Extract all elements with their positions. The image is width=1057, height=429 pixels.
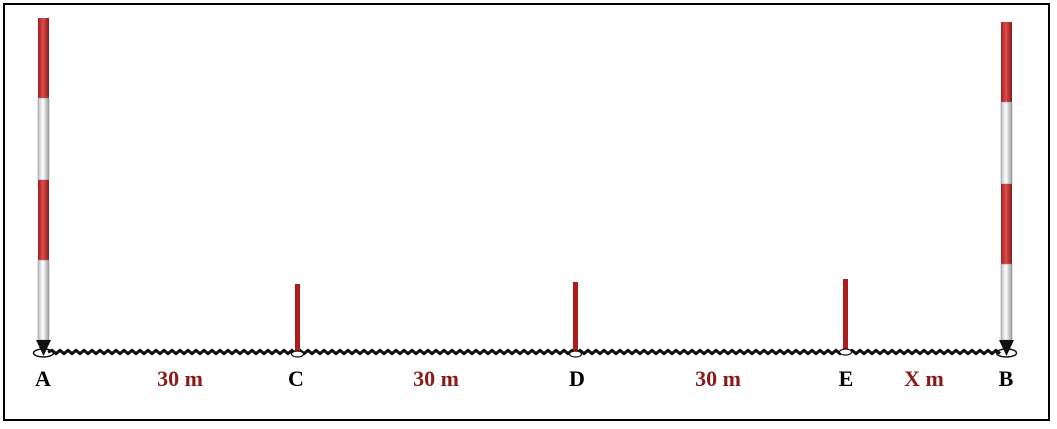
distance-label-cd: 30 m <box>413 366 459 391</box>
point-label-b: B <box>999 366 1014 391</box>
point-label-a: A <box>35 366 51 391</box>
distance-label-de: 30 m <box>695 366 741 391</box>
ranging-rod-a <box>32 18 55 358</box>
ranging-rod-b <box>995 22 1018 358</box>
peg-d <box>568 282 583 358</box>
peg-e <box>838 279 853 356</box>
chain-line <box>47 348 1001 356</box>
point-label-d: D <box>569 366 585 391</box>
distance-label-ac: 30 m <box>157 366 203 391</box>
point-label-c: C <box>288 366 304 391</box>
peg-c <box>290 284 305 358</box>
point-label-e: E <box>839 366 854 391</box>
distance-label-eb: X m <box>904 366 944 391</box>
